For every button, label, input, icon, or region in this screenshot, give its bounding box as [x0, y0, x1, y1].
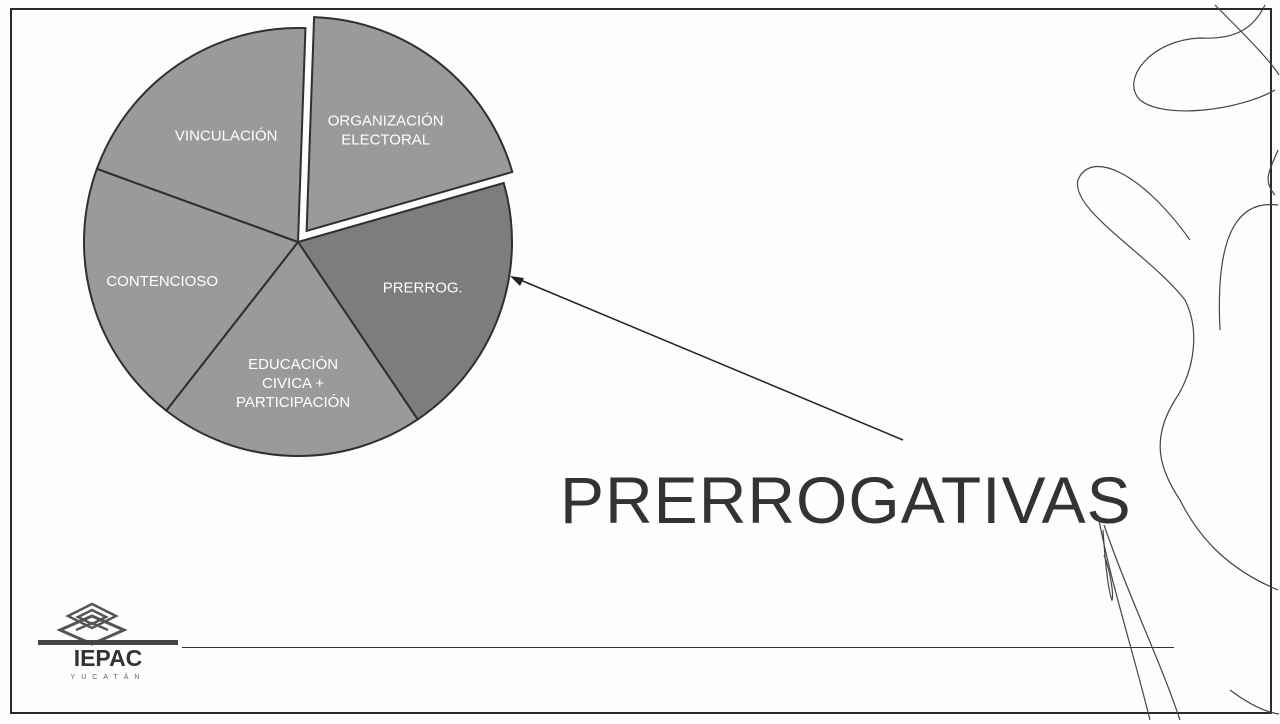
- pie-slice: [305, 16, 514, 233]
- pie-slices: [83, 16, 514, 457]
- pie-slice: [83, 167, 300, 413]
- logo-text: IEPAC: [74, 645, 143, 671]
- logo-subtext: YUCATÁN: [71, 672, 146, 681]
- iepac-logo: IEPAC YUCATÁN: [38, 602, 178, 681]
- footer-divider: [182, 647, 1174, 648]
- pie-slice-label: CONTENCIOSO: [106, 273, 218, 290]
- pie-slice-label: VINCULACIÓN: [175, 128, 278, 145]
- pie-slice-label: PRERROG.: [383, 279, 463, 296]
- slide-title: PRERROGATIVAS: [560, 463, 1132, 537]
- pie-slice: [296, 181, 513, 421]
- logo-bar: [38, 640, 178, 645]
- pie-slice: [95, 27, 307, 244]
- pointer-arrow: [510, 276, 904, 441]
- pie-slice: [164, 240, 420, 457]
- logo-mark-icon: [56, 602, 128, 646]
